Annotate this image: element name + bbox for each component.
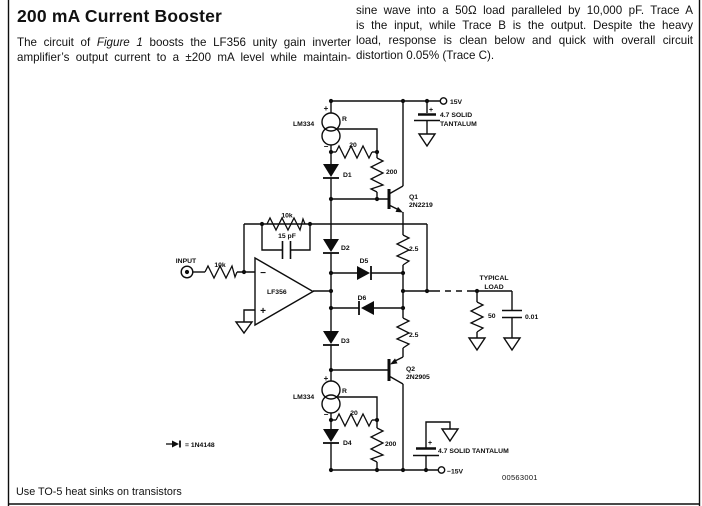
r200-top-label: 200	[386, 169, 398, 176]
figure-reference: Figure 1	[96, 36, 143, 49]
input-label: INPUT	[176, 258, 197, 265]
desc-line-4: distortion 0.05% (Trace C).	[356, 49, 495, 62]
r20-top-label: 20	[349, 142, 357, 149]
capacitor-0p01-load	[502, 309, 522, 319]
intro-text-post: boosts the LF356 unity gain inverter	[142, 36, 352, 49]
current-source-lm334-top	[321, 112, 341, 146]
input-terminal	[180, 265, 194, 279]
c15pf-label: 15 pF	[278, 233, 296, 240]
r10k-feedback-label: 10k	[281, 213, 293, 220]
intro-line-1: The circuit of Figure 1 boosts the LF356…	[17, 35, 351, 50]
resistor-50-load	[469, 301, 485, 333]
opamp-minus-sign: −	[260, 268, 266, 279]
opamp-label: LF356	[267, 289, 287, 296]
opamp-lf356	[254, 256, 315, 327]
diode-d3	[323, 331, 339, 346]
d1-label: D1	[343, 172, 352, 179]
resistor-2p5-bottom	[395, 317, 411, 349]
ground-load-capacitor	[502, 337, 522, 352]
vminus-label: −15V	[447, 469, 464, 476]
figure-code: 00563001	[502, 473, 538, 482]
r50-label: 50	[488, 313, 496, 320]
intro-paragraph: The circuit of Figure 1 boosts the LF356…	[17, 35, 351, 65]
capacitor-4p7-top	[414, 113, 440, 122]
capacitor-15pf	[281, 241, 292, 259]
cap-top-label-2: TANTALUM	[440, 121, 477, 128]
terminal-plus15v	[439, 97, 448, 105]
d6-label: D6	[358, 295, 367, 302]
c0p01-label: 0.01	[525, 314, 538, 321]
transistor-q2-2n2905	[387, 356, 404, 385]
transistor-q1-2n2219	[387, 185, 404, 213]
desc-line-3: load, response is clean below and quick …	[356, 34, 693, 47]
lm334-bottom-plus-sign: +	[324, 374, 329, 383]
terminal-minus15v	[437, 466, 446, 474]
d2-label: D2	[341, 245, 350, 252]
resistor-2p5-top	[395, 234, 411, 266]
diode-d1	[323, 164, 339, 179]
r20-bottom-label: 20	[350, 410, 358, 417]
diode-d5	[357, 266, 372, 280]
current-source-lm334-bottom	[321, 380, 341, 414]
intro-text-pre: The circuit of	[17, 36, 97, 49]
description-paragraph: sine wave into a 50Ω load paralleled by …	[356, 3, 693, 63]
diode-d6	[358, 301, 374, 315]
cap-top-plus-sign: +	[429, 107, 433, 114]
intro-line-2: amplifier’s output current to a ±200 mA …	[17, 51, 351, 64]
diode-note-symbol	[166, 440, 181, 448]
d3-label: D3	[341, 338, 350, 345]
resistor-200-bottom	[369, 427, 385, 463]
q2-part-label: 2N2905	[406, 374, 430, 381]
q1-label: Q1	[409, 194, 418, 201]
cap-bottom-label: 4.7 SOLID TANTALUM	[438, 448, 509, 455]
q1-part-label: 2N2219	[409, 202, 433, 209]
resistor-200-top	[369, 157, 385, 193]
resistor-20-bottom	[335, 412, 373, 428]
resistor-10k-feedback	[266, 216, 306, 232]
diode-d4	[323, 429, 339, 444]
cap-bottom-plus-sign: +	[428, 440, 432, 447]
r10k-input-label: 10k	[214, 262, 226, 269]
capacitor-4p7-bottom	[413, 447, 439, 457]
lm334-bottom-r-label: R	[342, 388, 347, 395]
junction-dots	[241, 98, 480, 473]
r2p5-bottom-label: 2.5	[409, 332, 419, 339]
lm334-bottom-label: LM334	[293, 394, 314, 401]
desc-line-2: is the input, while Trace B is the outpu…	[356, 19, 693, 32]
typical-load-label-2: LOAD	[484, 284, 503, 291]
ground-cap-bottom	[440, 428, 460, 443]
opamp-plus-sign: +	[260, 306, 266, 317]
diode-d2	[323, 239, 339, 254]
desc-line-1: sine wave into a 50Ω load paralleled by …	[356, 4, 693, 17]
ground-cap-top	[417, 133, 437, 148]
vplus-label: 15V	[450, 99, 463, 106]
typical-load-label-1: TYPICAL	[479, 275, 508, 282]
r200-bottom-label: 200	[385, 441, 397, 448]
lm334-top-r-label: R	[342, 116, 347, 123]
ground-load-resistor	[467, 337, 487, 352]
lm334-top-minus-sign: −	[324, 142, 329, 151]
diode-note-text: = 1N4148	[185, 442, 215, 449]
d4-label: D4	[343, 440, 352, 447]
ground-opamp-input	[234, 321, 254, 335]
d5-label: D5	[360, 258, 369, 265]
lm334-top-plus-sign: +	[324, 104, 329, 113]
lm334-bottom-minus-sign: −	[324, 410, 329, 419]
lm334-top-label: LM334	[293, 121, 314, 128]
resistor-10k-input	[204, 264, 238, 280]
r2p5-top-label: 2.5	[409, 246, 419, 253]
cap-top-label-1: 4.7 SOLID	[440, 112, 472, 119]
heat-sink-note: Use TO-5 heat sinks on transistors	[16, 486, 182, 498]
q2-label: Q2	[406, 366, 415, 373]
resistor-20-top	[335, 144, 373, 160]
page-border	[7, 0, 701, 506]
page-title: 200 mA Current Booster	[17, 6, 223, 26]
